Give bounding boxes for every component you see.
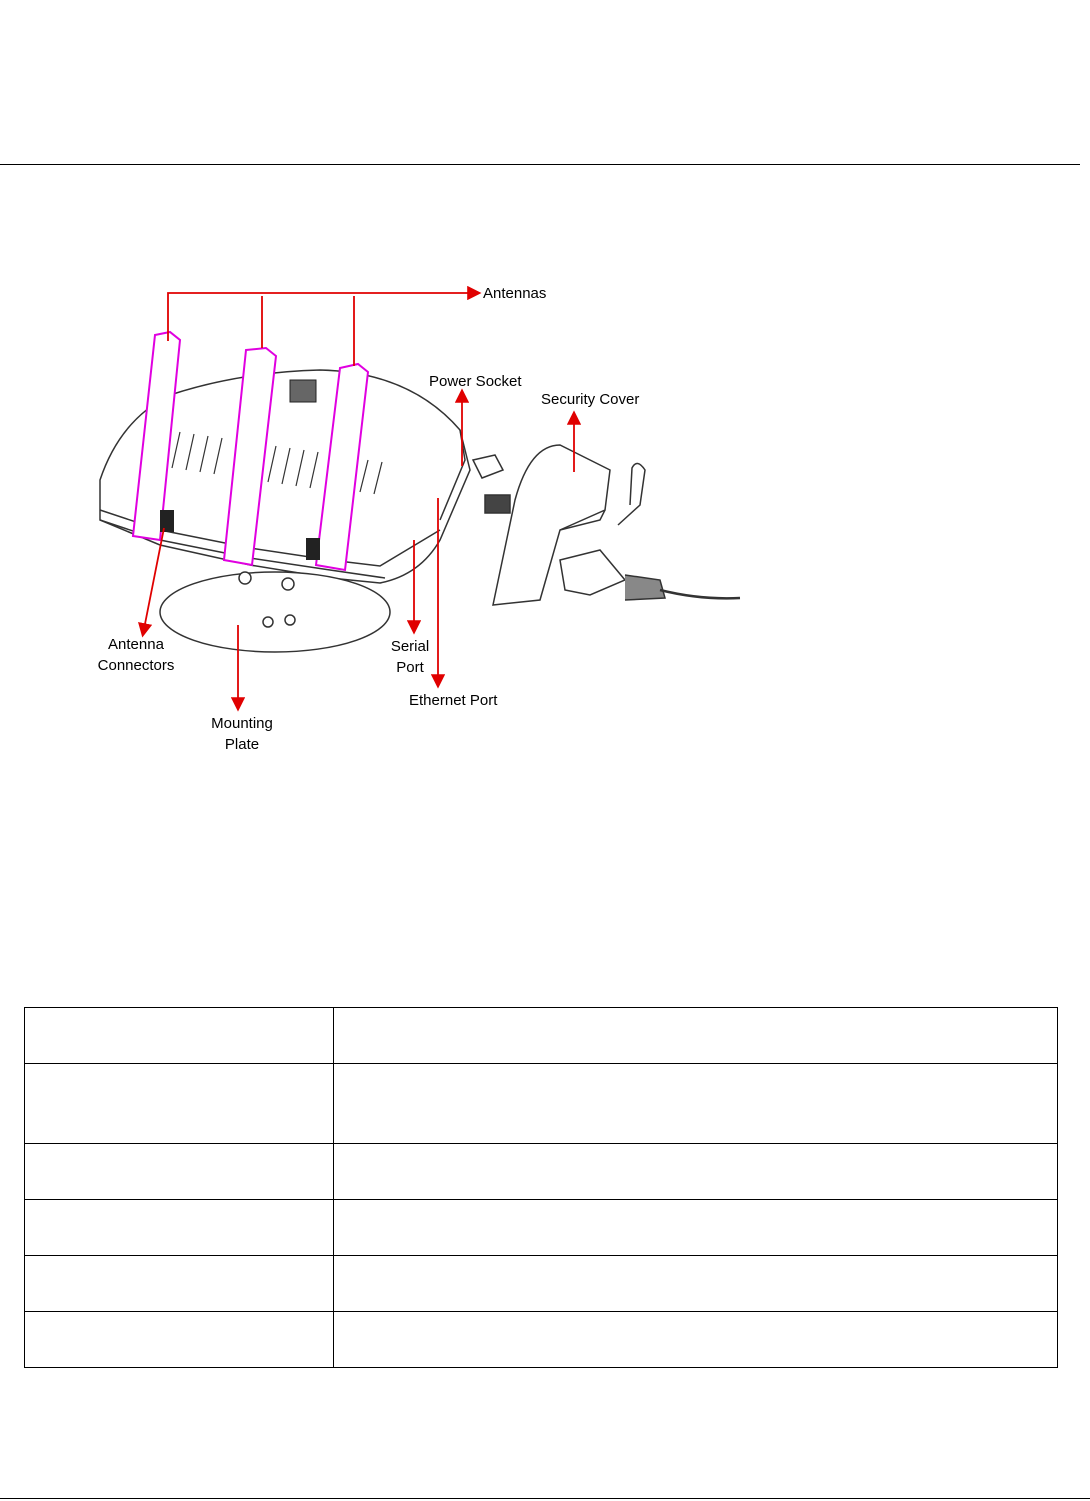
table-row: [24, 1063, 1058, 1144]
label-serial-port-line2: Port: [396, 659, 424, 676]
label-mounting-plate-line2: Plate: [224, 736, 260, 753]
table-cell: [333, 1199, 1058, 1256]
label-antenna-connectors-line1: Antenna: [108, 636, 164, 653]
vent-slots: [171, 431, 383, 495]
table-cell: [24, 1311, 334, 1368]
footer-rule: [0, 1498, 1090, 1499]
table-cell: [24, 1063, 334, 1144]
header-rule: [0, 164, 1080, 165]
callout-lines: [138, 285, 582, 712]
table-row: [24, 1311, 1058, 1368]
power-plug: [471, 454, 511, 514]
access-point-diagram: [99, 285, 741, 712]
component-table: [24, 1007, 1058, 1368]
table-cell: [333, 1007, 1058, 1064]
table-cell: [24, 1199, 334, 1256]
label-ethernet-port: Ethernet Port: [409, 692, 498, 709]
table-cell: [333, 1143, 1058, 1200]
mounting-plate: [159, 571, 391, 653]
table-cell: [24, 1007, 334, 1064]
table-cell: [333, 1255, 1058, 1312]
table-cell: [333, 1063, 1058, 1144]
label-mounting-plate-line1: Mounting: [211, 715, 273, 732]
label-antenna-connectors: Antenna Connectors: [88, 634, 184, 676]
antenna-connectors: [160, 510, 320, 560]
label-serial-port-line1: Serial: [390, 638, 430, 655]
label-antennas: Antennas: [483, 285, 547, 302]
antennas: [131, 330, 370, 572]
label-security-cover: Security Cover: [541, 391, 640, 408]
serial-cable: [559, 549, 741, 601]
label-mounting-plate: Mounting Plate: [202, 713, 282, 755]
table-cell: [333, 1311, 1058, 1368]
table-cell: [24, 1143, 334, 1200]
label-power-socket: Power Socket: [429, 373, 522, 390]
label-antenna-connectors-line2: Connectors: [97, 657, 175, 674]
table-row: [24, 1255, 1058, 1312]
label-serial-port: Serial Port: [384, 636, 436, 678]
table-row: [24, 1199, 1058, 1256]
vendor-logo: [289, 379, 317, 403]
security-cover: [492, 444, 646, 606]
table-cell: [24, 1255, 334, 1312]
table-row: [24, 1143, 1058, 1200]
table-row: [24, 1007, 1058, 1064]
